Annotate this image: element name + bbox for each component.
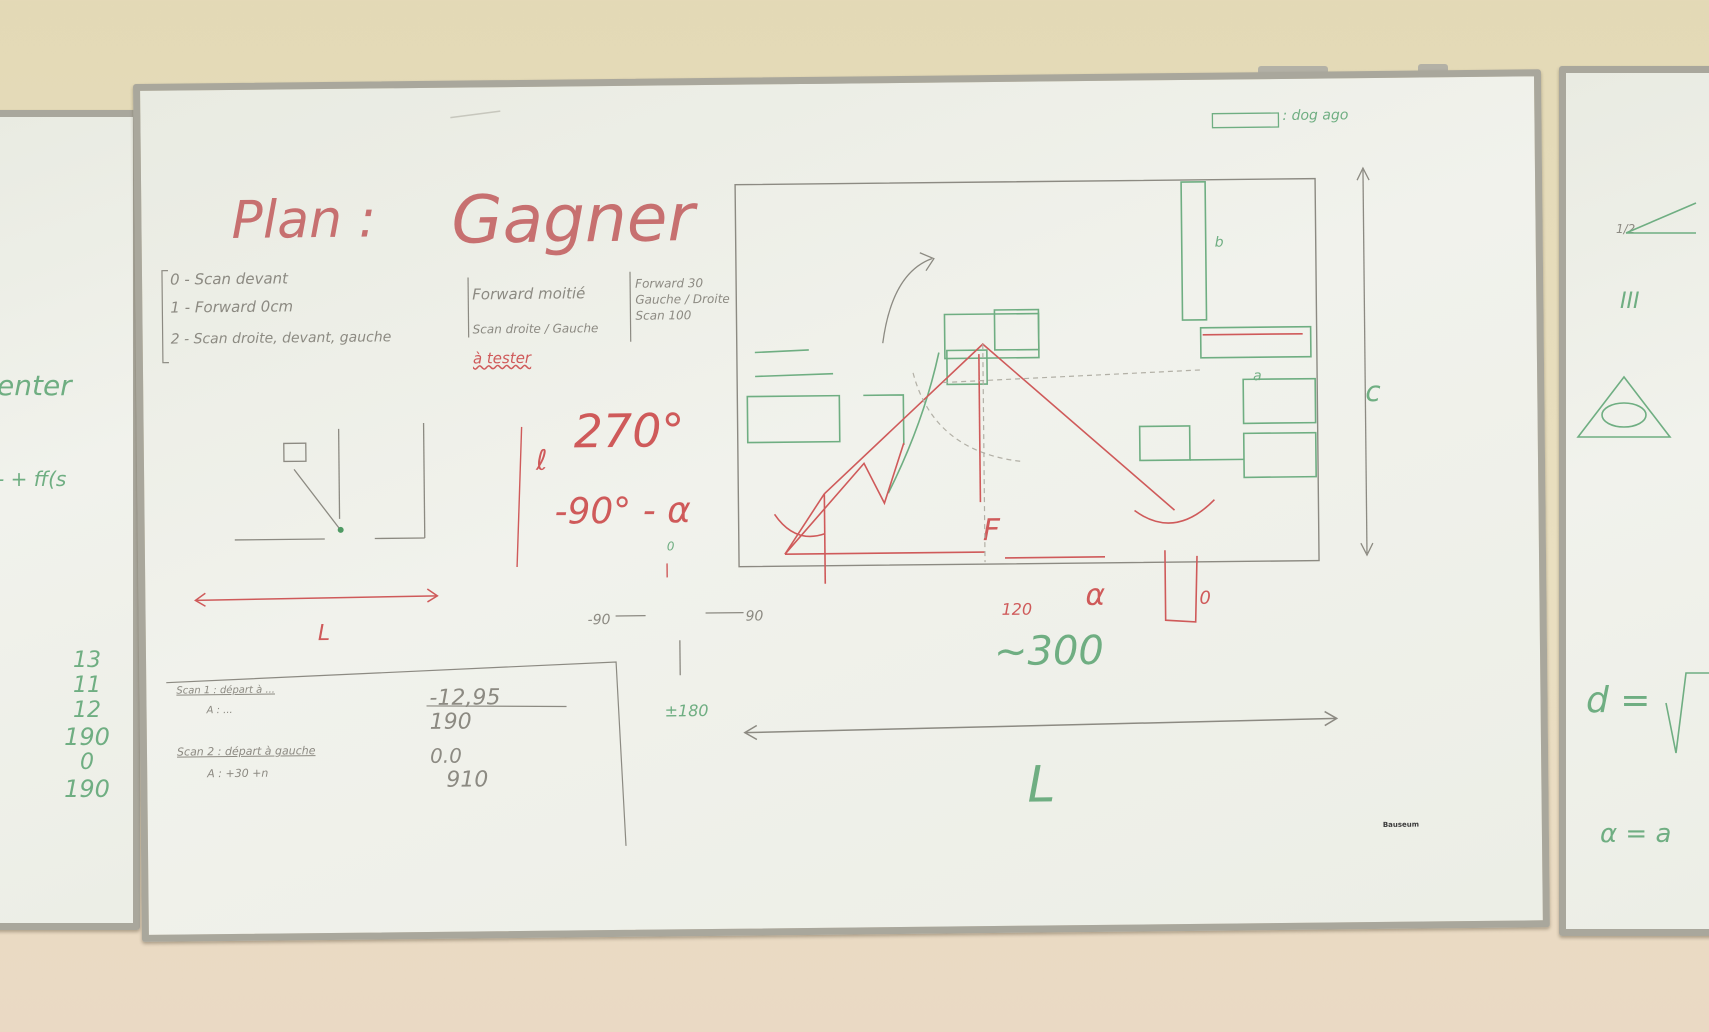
target-box <box>1164 550 1198 623</box>
small-diag-line <box>293 468 341 530</box>
arrowhead <box>743 724 758 741</box>
left-num: 13 <box>73 648 101 673</box>
scan-underline <box>426 705 567 708</box>
left-board-fragment: enter <box>0 369 72 402</box>
robot-path <box>784 493 825 555</box>
left-board-numbers: 13 11 12 190 0 190 <box>57 650 117 804</box>
right-line <box>1625 202 1697 234</box>
sketch-line <box>754 349 809 354</box>
sketch-line <box>755 372 834 378</box>
vertical-dimension <box>1362 170 1368 554</box>
obstacle-box <box>1199 325 1312 359</box>
robot-path <box>823 343 1176 511</box>
rotation-arrow <box>882 258 933 344</box>
right-d-equation: d = <box>1586 680 1651 721</box>
left-board-fragment-2: - + ff(s <box>0 467 67 491</box>
measure-line <box>978 354 982 503</box>
green-dot <box>337 526 344 533</box>
left-num: 190 <box>64 723 110 751</box>
field-outline <box>734 177 1320 568</box>
small-diag-line <box>337 428 341 519</box>
eye-triangle <box>1576 375 1672 438</box>
arrowhead <box>1360 542 1374 557</box>
left-num: 11 <box>73 673 101 698</box>
obstacle-box <box>1138 425 1191 462</box>
whiteboard-sketches <box>161 110 1374 846</box>
arrowhead <box>1356 166 1370 181</box>
obstacle-box <box>746 394 841 444</box>
legend-box <box>1211 112 1280 129</box>
ell-bracket <box>516 426 523 568</box>
right-alpha-equation: α = a <box>1600 819 1672 849</box>
small-diag-line <box>422 422 426 538</box>
arrowhead <box>194 592 206 607</box>
robot-path <box>784 442 905 555</box>
baseline <box>1005 556 1106 559</box>
scan-notes-box <box>166 661 627 846</box>
small-diag-line <box>374 537 425 540</box>
left-whiteboard: enter - + ff(s 13 11 12 190 0 190 <box>0 110 140 930</box>
right-radical <box>1665 672 1709 754</box>
eye-shape <box>1601 402 1647 428</box>
right-whiteboard: 1/2 III d = α = a <box>1559 66 1709 936</box>
left-num: 12 <box>73 698 101 723</box>
dashed-arc <box>912 372 1025 463</box>
right-board-sketch <box>1576 202 1709 754</box>
plan-divider <box>467 277 470 338</box>
length-arrow-big <box>744 717 1337 734</box>
obstacle-box <box>946 349 988 386</box>
sketch-line <box>863 394 905 445</box>
right-roman: III <box>1620 289 1640 314</box>
left-num: 190 <box>64 775 110 803</box>
small-box <box>283 442 307 463</box>
measure-line <box>1202 332 1303 336</box>
sketch-line <box>1189 458 1245 461</box>
arrowhead <box>919 252 935 272</box>
small-diag-line <box>234 538 325 541</box>
board-clip <box>1418 64 1448 74</box>
obstacle-box <box>993 308 1040 351</box>
length-arrow-small <box>195 595 438 602</box>
plan-divider <box>629 271 632 342</box>
baseline <box>784 551 985 555</box>
obstacle-box <box>1242 377 1317 425</box>
arrowhead <box>1324 710 1339 727</box>
obstacle-box <box>1242 431 1317 479</box>
right-fraction: 1/2 <box>1616 222 1636 236</box>
angle-arc <box>773 513 826 538</box>
sketch-line <box>887 352 940 494</box>
top-smudge <box>450 110 501 119</box>
obstacle-box <box>1180 180 1208 321</box>
plan-bracket <box>161 270 169 364</box>
main-whiteboard: Plan : Gagner 0 - Scan devant 1 - Forwar… <box>133 69 1550 942</box>
robot-path <box>823 493 827 584</box>
left-num: 0 <box>80 750 94 775</box>
angle-arc <box>1134 499 1215 524</box>
arrowhead <box>426 588 439 603</box>
dashed-line <box>943 369 1204 384</box>
